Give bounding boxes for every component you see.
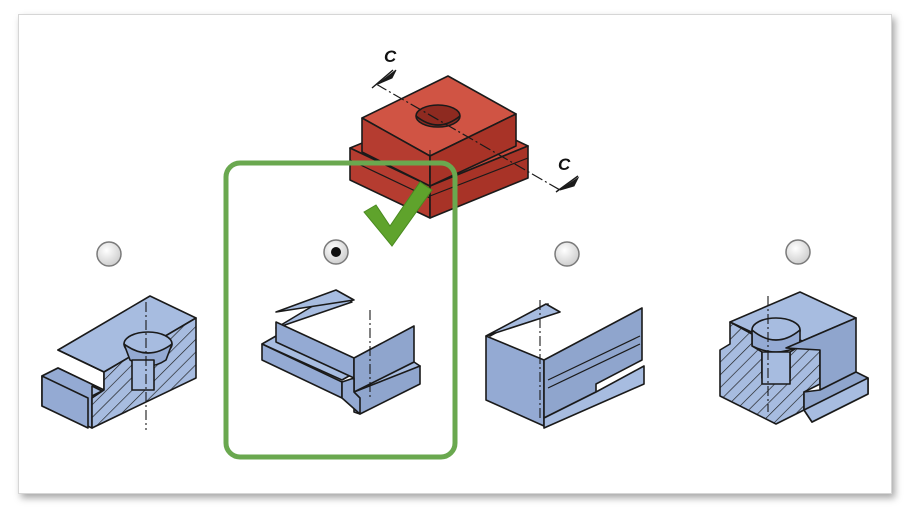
section-label-bottom: C xyxy=(558,155,571,174)
option-1-part[interactable] xyxy=(41,295,197,430)
radio-button-icon xyxy=(785,239,811,265)
correct-answer-highlight xyxy=(223,160,458,460)
radio-button-icon xyxy=(554,241,580,267)
radio-selected-dot xyxy=(331,247,341,257)
section-line xyxy=(371,69,580,193)
radio-option-3[interactable] xyxy=(554,241,580,267)
radio-option-4[interactable] xyxy=(785,239,811,265)
option-3-part[interactable] xyxy=(485,300,645,429)
radio-option-1[interactable] xyxy=(96,241,122,267)
check-mark-icon xyxy=(363,181,433,247)
radio-button-icon xyxy=(96,241,122,267)
reference-part xyxy=(349,75,529,219)
option-2-part[interactable] xyxy=(261,289,421,415)
option-4-part[interactable] xyxy=(719,291,869,425)
radio-option-2[interactable] xyxy=(323,239,349,265)
section-label-top: C xyxy=(384,47,397,66)
